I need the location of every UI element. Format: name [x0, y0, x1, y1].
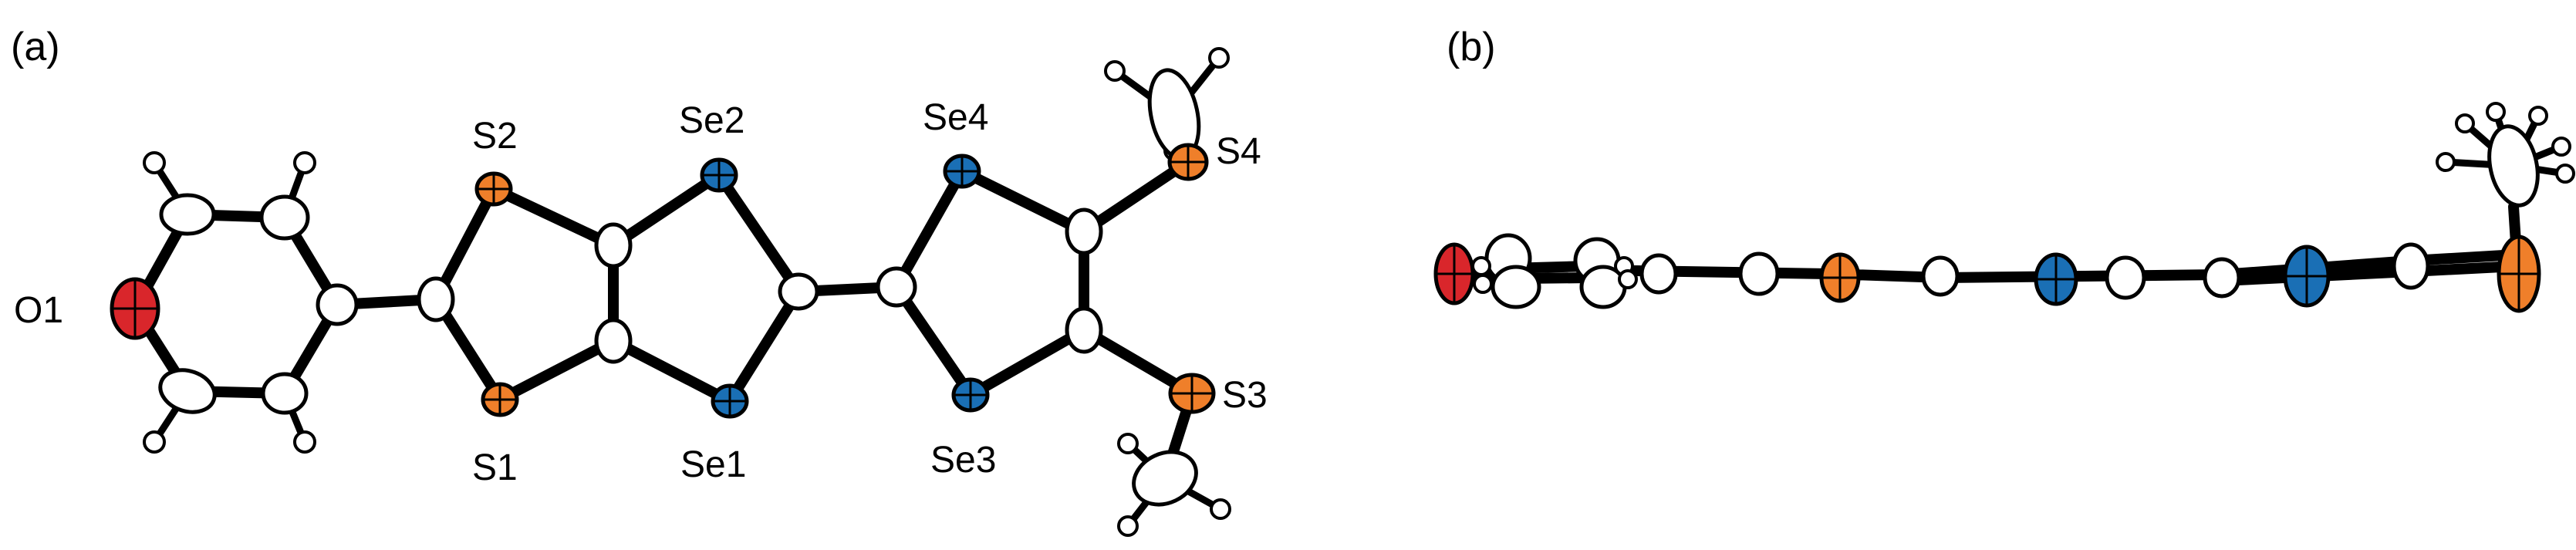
carbon-atom	[2392, 242, 2430, 290]
label-S4: S4	[1216, 131, 1261, 172]
carbon-atom	[2105, 255, 2146, 300]
carbon-atom	[158, 368, 217, 414]
label-S3: S3	[1222, 375, 1268, 416]
carbon-atom	[1065, 306, 1103, 354]
carbon-atom	[259, 194, 310, 241]
hydrogen-atom	[293, 430, 316, 454]
carbon-atom	[316, 283, 359, 326]
panel-a-bonds	[130, 54, 1224, 530]
panel-a: (a)	[11, 25, 1268, 537]
panel-b: (b)	[1433, 25, 2575, 313]
carbon-atom	[1065, 208, 1103, 255]
hydrogen-atom	[2486, 102, 2506, 122]
carbon-atom	[778, 272, 819, 311]
hydrogen-atom	[2528, 106, 2548, 126]
label-O1: O1	[14, 290, 63, 331]
carbon-atom	[1738, 251, 1780, 296]
label-Se2: Se2	[679, 100, 744, 141]
methyl-carbon-atom	[1132, 450, 1198, 507]
carbon-atom	[594, 318, 633, 364]
carbon-atom	[1491, 265, 1541, 309]
hydrogen-atom	[2555, 164, 2575, 184]
label-S2: S2	[472, 116, 518, 157]
panel-a-atom-labels: O1 S2 S1 Se2 Se1 Se4 Se3 S4 S3	[14, 97, 1268, 488]
carbon-atom	[876, 266, 917, 308]
carbon-atom	[1639, 253, 1678, 295]
hydrogen-atom	[1473, 274, 1493, 294]
carbon-atom	[159, 193, 216, 236]
carbon-atom	[417, 276, 455, 322]
hydrogen-atom	[1210, 498, 1231, 520]
carbon-atom	[261, 372, 309, 415]
hydrogen-atom	[2551, 137, 2571, 157]
hydrogen-atom	[1117, 515, 1139, 537]
hydrogen-atom	[1618, 269, 1638, 289]
label-Se4: Se4	[923, 97, 988, 138]
hydrogen-atom	[1104, 60, 1126, 82]
hydrogen-atom	[293, 151, 316, 174]
carbon-atom	[1921, 255, 1960, 297]
methyl-carbon-atom	[2487, 124, 2540, 208]
hydrogen-atom	[2436, 152, 2456, 172]
hydrogen-atom	[1208, 47, 1230, 69]
hydrogen-atom	[1471, 256, 1491, 276]
label-Se3: Se3	[930, 440, 996, 481]
hydrogen-atom	[1117, 433, 1139, 454]
label-Se1: Se1	[680, 444, 746, 485]
carbon-atom	[2203, 257, 2241, 299]
hydrogen-atom	[143, 151, 166, 174]
hydrogen-atom	[143, 430, 166, 454]
carbon-atom	[594, 222, 633, 268]
panel-a-atoms	[110, 47, 1231, 537]
label-S1: S1	[472, 447, 518, 488]
panel-a-label: (a)	[11, 25, 60, 69]
panel-b-atoms	[1433, 102, 2575, 313]
panel-b-label: (b)	[1447, 25, 1496, 69]
hydrogen-atom	[2455, 113, 2475, 133]
